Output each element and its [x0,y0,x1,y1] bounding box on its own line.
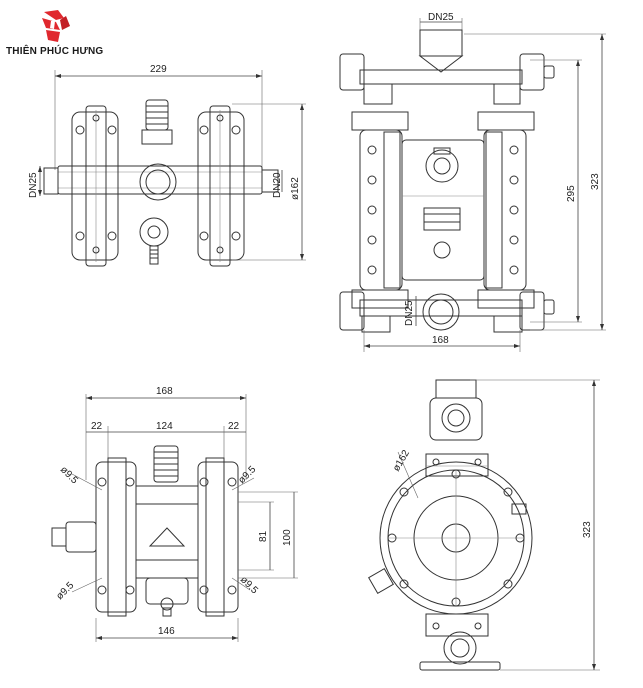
dim-top-right-bottom-port: DN25 [404,300,415,326]
top-left-view: 229 [28,64,306,267]
brand-logo-icon [42,10,70,42]
dim-bottom-left-edge-right: 22 [228,421,240,432]
brand-name: THIÊN PHÚC HƯNG [6,46,104,57]
dim-bottom-left-edge-left: 22 [91,421,103,432]
top-right-view: DN25 [339,12,606,352]
dim-top-left-inlet: DN25 [28,172,39,198]
dim-top-left-outlet: DN20 [272,172,283,198]
dim-bottom-left-base-width: 146 [158,626,175,637]
dim-bottom-left-overall-width: 168 [156,386,173,397]
dim-bottom-left-hole-br: ø9.5 [238,574,260,596]
dim-bottom-left-height-outer: 100 [282,529,293,546]
dim-bottom-left-height-inner: 81 [258,530,269,542]
dim-top-right-base-width: 168 [432,335,449,346]
dim-bottom-left-hole-tr: ø9.5 [236,464,258,486]
bottom-left-view: 168 22 124 22 [51,386,298,642]
dim-top-right-height-outer: 323 [590,173,601,190]
dim-top-right-top-port: DN25 [428,12,454,23]
dim-bottom-left-hole-tl: ø9.5 [58,464,80,486]
dim-top-left-width: 229 [150,64,167,75]
dim-bottom-right-height: 323 [582,521,593,538]
dim-top-right-height-inner: 295 [566,185,577,202]
dim-bottom-left-hole-bl: ø9.5 [54,580,76,602]
bottom-right-view: ø162 323 [368,379,600,671]
dim-bottom-left-bolt-spacing: 124 [156,421,173,432]
brand-block: THIÊN PHÚC HƯNG [6,8,116,60]
dim-top-left-diameter: ø162 [290,177,301,200]
